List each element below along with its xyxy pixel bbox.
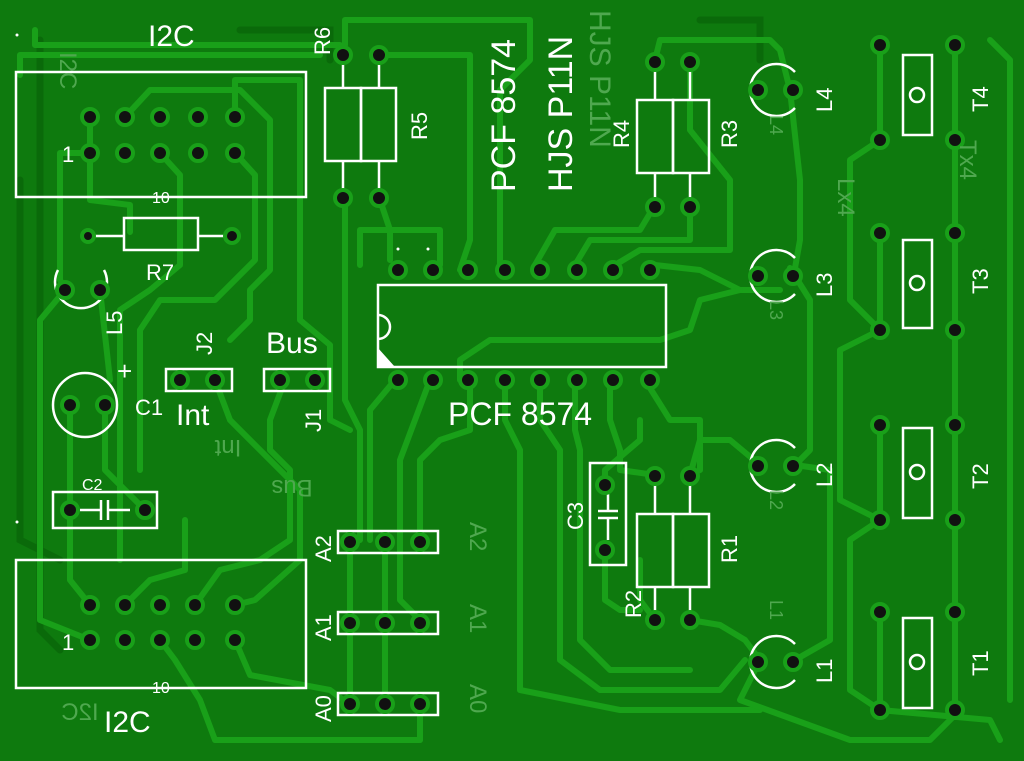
i2c-bottom-mirror-label: I2C	[61, 699, 98, 726]
jumper-j2-outline	[164, 367, 234, 393]
r7-label: R7	[146, 260, 174, 285]
mirrored-silkscreen: I2C I2C Int Bus A2 A1 A0 HJS P11N Lx4 Tx…	[54, 10, 981, 726]
t4-label: T4	[968, 86, 993, 112]
a0-label: A0	[311, 695, 336, 722]
i2c-connector-bottom-outline	[14, 558, 308, 690]
l2-label: L2	[812, 463, 837, 487]
chip-outline	[376, 283, 668, 369]
a0-mirror-label: A0	[464, 684, 491, 713]
pin1-bottom-label: 1	[62, 630, 74, 655]
a1-mirror-label: A1	[464, 604, 491, 633]
jumper-j1-outline	[262, 367, 332, 393]
chip-pin1-marker	[378, 348, 395, 367]
l1-mirror-label: L1	[766, 600, 786, 620]
t3-outline	[901, 238, 934, 330]
tx4-mirror-label: Tx4	[954, 140, 981, 180]
c3-outline	[588, 461, 628, 567]
pads	[55, 35, 965, 720]
l1-label: L1	[812, 659, 837, 683]
a1-label: A1	[311, 614, 336, 641]
pcf-vertical-label: PCF 8574	[485, 39, 523, 192]
hjs-mirror-label: HJS P11N	[583, 10, 616, 148]
t4-outline	[901, 53, 934, 137]
chip-notch	[377, 313, 392, 341]
top-layer-traces	[17, 17, 1013, 743]
c1-plus-label: +	[117, 356, 132, 386]
r2-label: R2	[621, 590, 646, 618]
t1-outline	[901, 616, 934, 710]
t2-outline	[901, 426, 934, 520]
jumper-a0-outline	[336, 691, 440, 717]
t1-label: T1	[968, 650, 993, 676]
r5-label: R5	[407, 112, 432, 140]
pin10-top-label: 10	[152, 190, 170, 207]
c2-label: C2	[82, 477, 103, 494]
jumper-a2-outline	[336, 529, 440, 555]
bus-label: Bus	[266, 327, 318, 360]
bottom-layer-traces	[16, 16, 764, 654]
i2c-connector-top-outline	[14, 70, 308, 199]
i2c-top-mirror-label: I2C	[54, 52, 81, 89]
l3-mirror-label: L3	[766, 300, 786, 320]
i2c-top-label: I2C	[148, 20, 195, 53]
lx4-mirror-label: Lx4	[832, 178, 859, 217]
pin10-bottom-label: 10	[152, 680, 170, 697]
a2-label: A2	[311, 535, 336, 562]
r6-label: R6	[310, 27, 335, 55]
l5-label: L5	[102, 311, 127, 335]
silkscreen-outlines	[14, 53, 934, 717]
l3-label: L3	[812, 273, 837, 297]
r7-outline	[122, 216, 200, 252]
a2-mirror-label: A2	[464, 522, 491, 551]
hjs-label: HJS P11N	[542, 36, 580, 192]
jumper-a1-outline	[336, 610, 440, 636]
chip-label: PCF 8574	[448, 396, 592, 432]
int-label: Int	[176, 399, 210, 432]
l4-mirror-label: L4	[766, 115, 786, 135]
l4-label: L4	[812, 88, 837, 112]
l2-mirror-label: L2	[766, 490, 786, 510]
j1-label: J1	[301, 409, 326, 432]
pin1-top-label: 1	[62, 142, 74, 167]
c2-outline	[51, 490, 159, 530]
r3-label: R3	[717, 120, 742, 148]
small-marker-dots	[15, 33, 430, 524]
t2-label: T2	[968, 463, 993, 489]
t3-label: T3	[968, 268, 993, 294]
bus-mirror-label: Bus	[271, 474, 312, 501]
j2-label: J2	[192, 332, 217, 355]
r1-label: R1	[717, 535, 742, 563]
c3-label: C3	[563, 502, 588, 530]
c1-outline	[51, 371, 119, 439]
i2c-bottom-label: I2C	[104, 706, 151, 739]
c1-label: C1	[135, 395, 163, 420]
int-mirror-label: Int	[214, 434, 241, 461]
r4-label: R4	[609, 120, 634, 148]
silkscreen-labels: I2C I2C 1 10 1 10 R7 R6 R5 R4 R3 R2 R1 L…	[62, 20, 993, 739]
